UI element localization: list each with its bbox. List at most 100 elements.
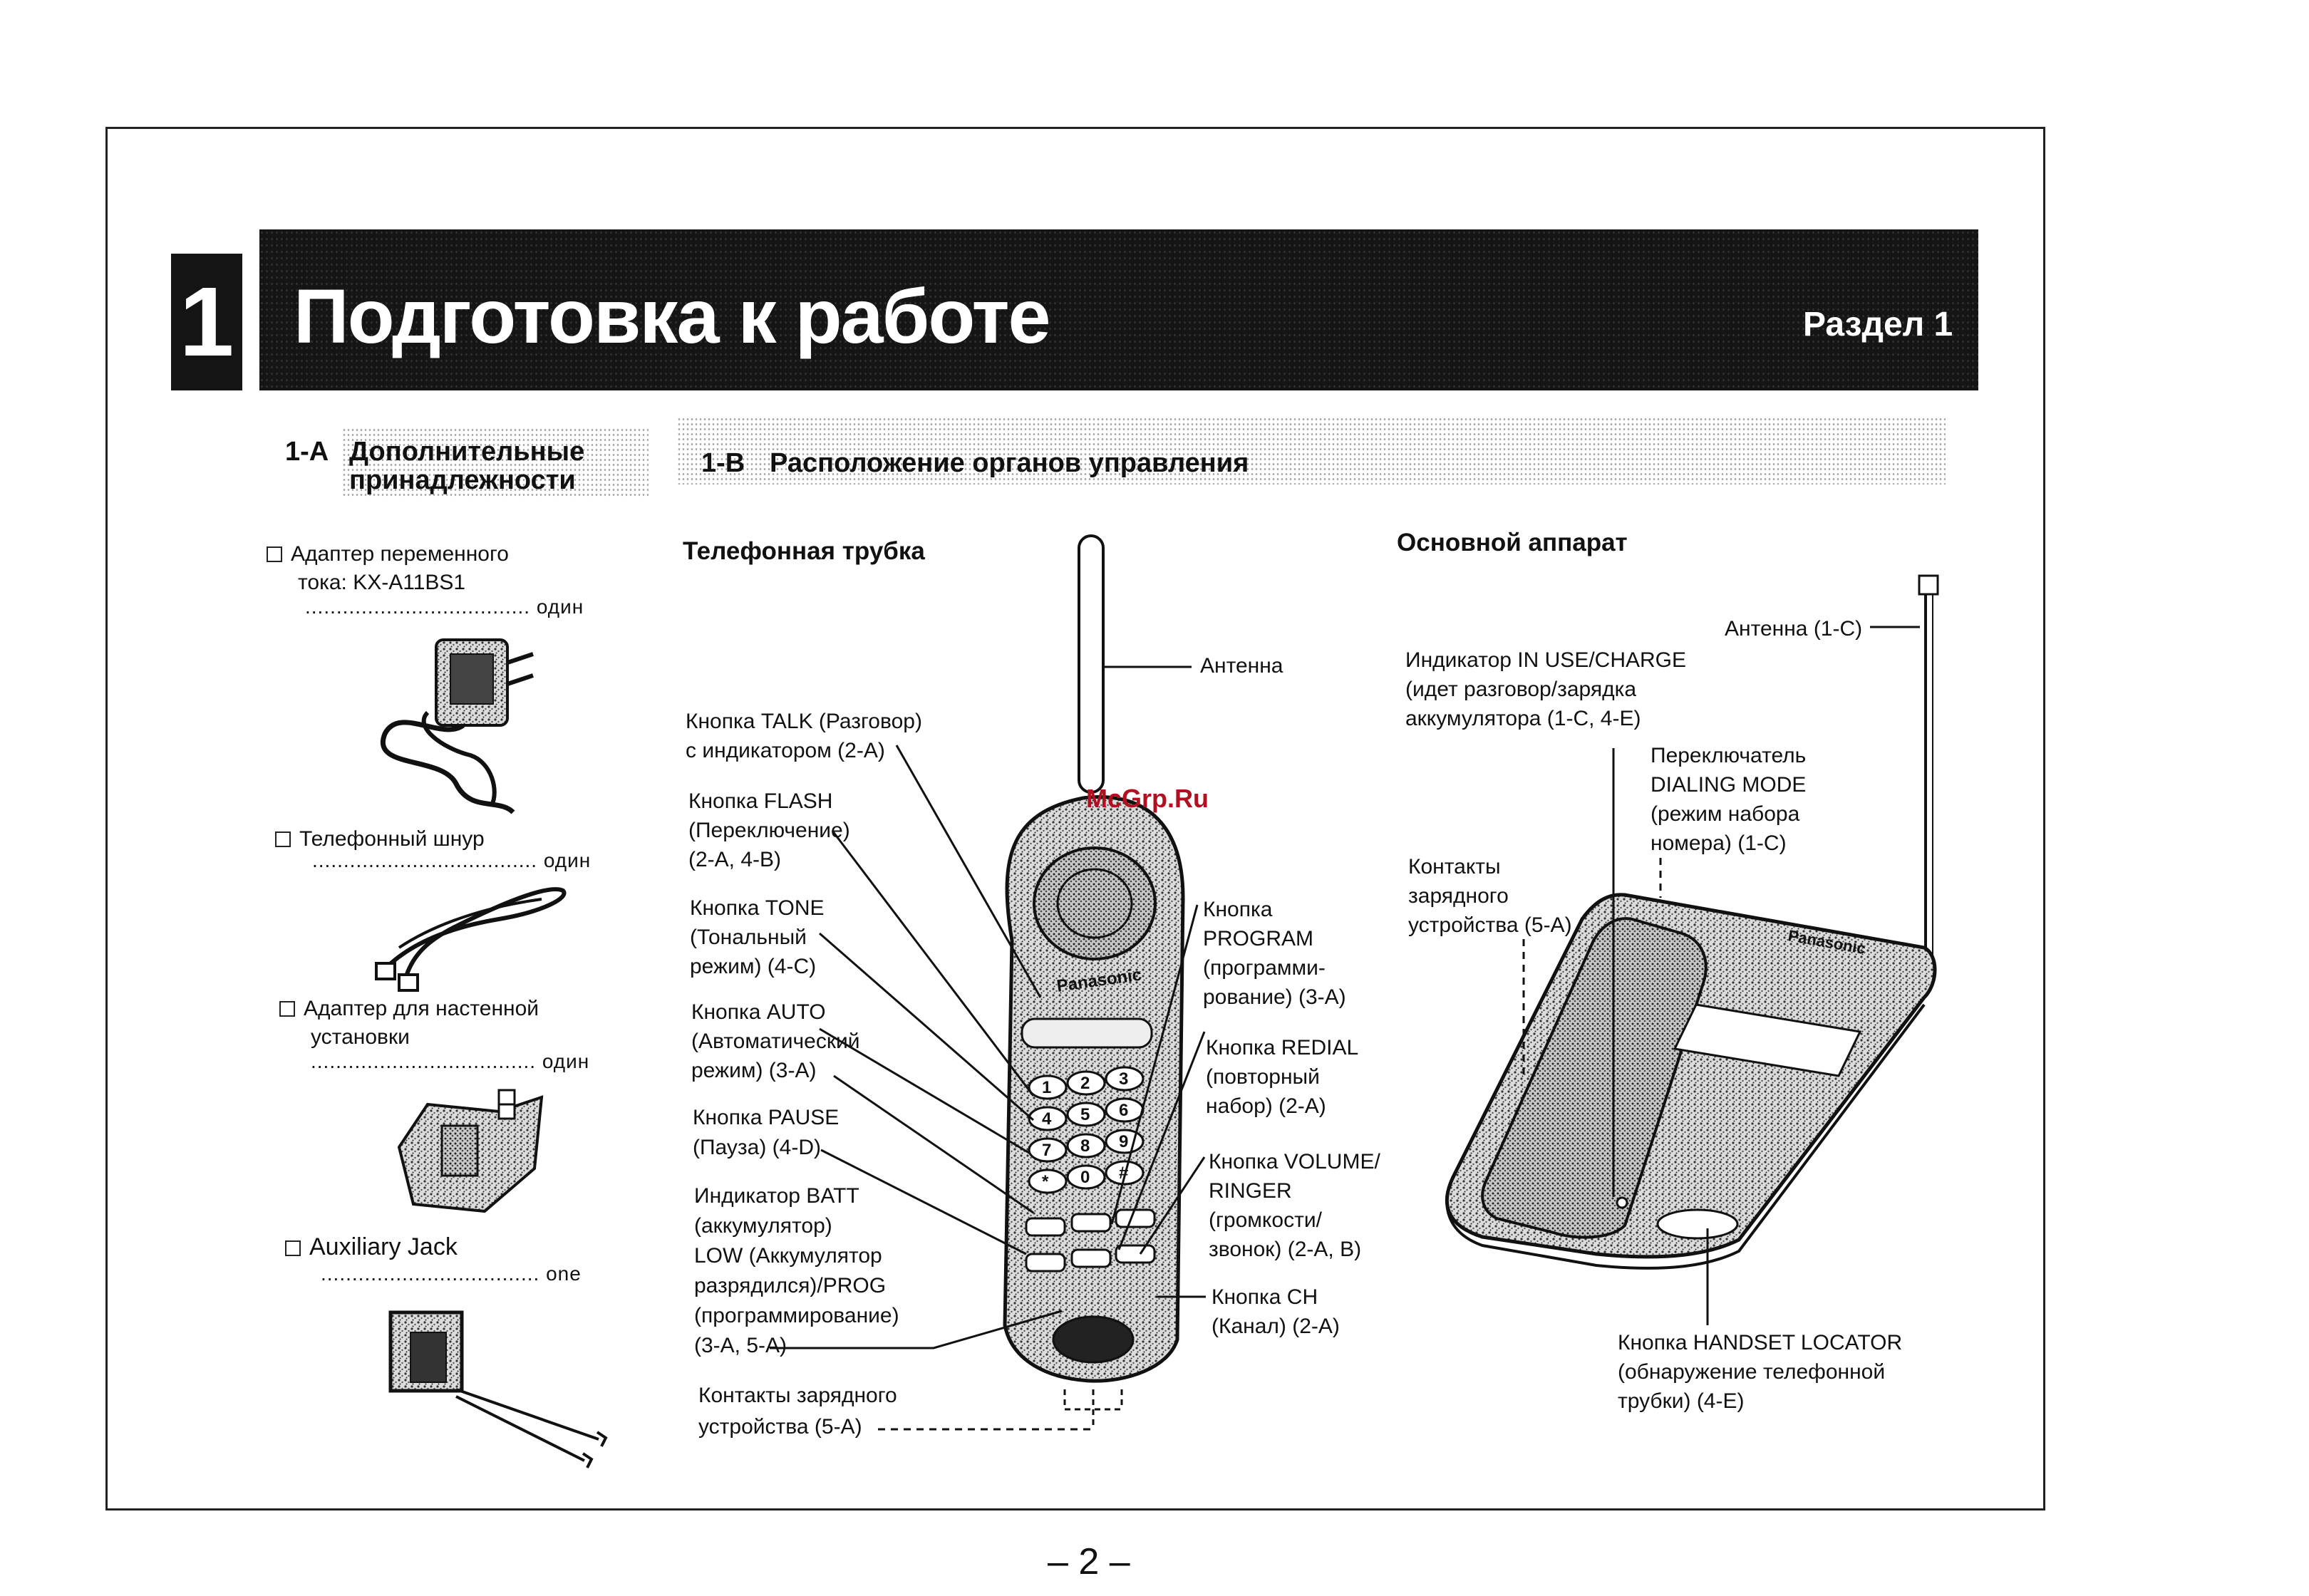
label-tone-line3: режим) (4-С) xyxy=(690,955,817,978)
handset-leader-lines xyxy=(770,665,1206,1431)
label-flash-line3: (2-А, 4-В) xyxy=(688,848,782,871)
section-b-number: 1-B xyxy=(701,448,745,478)
label-ch-line2: (Канал) (2-А) xyxy=(1212,1315,1340,1338)
key-2: 2 xyxy=(1080,1074,1090,1093)
base-heading: Основной аппарат xyxy=(1397,529,1628,556)
label-auto-line1: Кнопка AUTO xyxy=(691,1000,826,1024)
label-tone-line2: (Тональный xyxy=(690,926,807,949)
label-dialing-line1: Переключатель xyxy=(1651,744,1807,767)
section-a-title-line2: принадлежности xyxy=(349,465,576,495)
label-redial-line2: (повторный xyxy=(1206,1065,1320,1089)
label-program-line2: PROGRAM xyxy=(1203,927,1314,950)
label-volume-line4: звонок) (2-А, В) xyxy=(1209,1238,1362,1261)
base-unit-drawing: Panasonic xyxy=(1445,574,1939,1270)
accessory-1-model: тока: KX-A11BS1 xyxy=(298,571,466,594)
label-batt-line2: (аккумулятор) xyxy=(694,1214,832,1238)
label-volume-line1: Кнопка VOLUME/ xyxy=(1209,1150,1380,1173)
label-dialing-line4: номера) (1-С) xyxy=(1651,831,1787,855)
telephone-cord-drawing xyxy=(375,887,567,992)
label-program-line4: рование) (3-А) xyxy=(1203,985,1346,1009)
label-redial-line1: Кнопка REDIAL xyxy=(1206,1036,1359,1059)
accessory-2-qty: .................................... оди… xyxy=(312,849,592,871)
label-locator-line2: (обнаружение телефонной xyxy=(1618,1360,1886,1384)
auxiliary-jack-drawing xyxy=(388,1310,608,1468)
checkbox-icon xyxy=(279,1001,295,1017)
label-talk-line2: с индикатором (2-А) xyxy=(686,739,885,762)
label-auto-line3: режим) (3-А) xyxy=(691,1059,817,1082)
section-a-number: 1-A xyxy=(285,437,329,467)
accessory-3-qty: .................................... оди… xyxy=(311,1050,590,1072)
checkbox-icon xyxy=(267,546,282,562)
label-base-contacts-line3: устройства (5-А) xyxy=(1408,913,1572,937)
chapter-number: 1 xyxy=(171,254,242,390)
label-flash-line1: Кнопка FLASH xyxy=(688,789,833,813)
label-locator-line3: трубки) (4-Е) xyxy=(1618,1389,1745,1413)
label-batt-line6: (3-А, 5-А) xyxy=(694,1334,787,1357)
label-batt-line3: LOW (Аккумулятор xyxy=(694,1244,882,1268)
label-batt-line5: (программирование) xyxy=(694,1304,899,1327)
page-frame xyxy=(105,127,2045,1510)
label-flash-line2: (Переключение) xyxy=(688,819,850,842)
label-handset-contacts-line1: Контакты зарядного xyxy=(698,1384,897,1407)
key-4: 4 xyxy=(1042,1109,1052,1129)
label-program-line1: Кнопка xyxy=(1203,898,1273,921)
page-number: – 2 – xyxy=(1048,1541,1130,1582)
label-handset-contacts-line2: устройства (5-А) xyxy=(698,1415,862,1439)
key-9: 9 xyxy=(1119,1132,1128,1151)
label-volume-line3: (громкости/ xyxy=(1209,1208,1322,1232)
ac-adapter-drawing xyxy=(381,638,534,814)
label-auto-line2: (Автоматический xyxy=(691,1030,860,1053)
label-volume-line2: RINGER xyxy=(1209,1179,1292,1203)
label-base-contacts-line2: зарядного xyxy=(1408,884,1509,908)
handset-keypad: 1 2 3 4 5 6 7 8 9 * 0 # xyxy=(1028,1066,1145,1194)
label-base-antenna: Антенна (1-С) xyxy=(1725,617,1863,641)
label-inuse-line3: аккумулятора (1-С, 4-Е) xyxy=(1405,707,1641,730)
label-batt-line1: Индикатор BATT xyxy=(694,1184,859,1208)
label-batt-line4: разрядился)/PROG xyxy=(694,1274,887,1297)
page-title: Подготовка к работе xyxy=(294,273,1051,359)
key-1: 1 xyxy=(1042,1078,1051,1097)
checkbox-icon xyxy=(285,1240,301,1256)
label-pause-line2: (Пауза) (4-D) xyxy=(693,1136,821,1159)
checkbox-icon xyxy=(275,831,291,847)
label-dialing-line2: DIALING MODE xyxy=(1651,773,1807,797)
label-pause-line1: Кнопка PAUSE xyxy=(693,1106,840,1129)
accessory-1-qty: .................................... оди… xyxy=(305,596,584,618)
label-base-contacts-line1: Контакты xyxy=(1408,855,1501,879)
handset-heading: Телефонная трубка xyxy=(683,537,925,565)
accessory-2-name: Телефонный шнур xyxy=(275,825,485,854)
label-locator-line1: Кнопка HANDSET LOCATOR xyxy=(1618,1331,1903,1354)
label-dialing-line3: (режим набора xyxy=(1651,802,1800,826)
label-redial-line3: набор) (2-А) xyxy=(1206,1094,1326,1118)
base-leader-lines xyxy=(1522,626,1920,1325)
accessory-4-qty: ................................... one xyxy=(321,1263,582,1285)
key-3: 3 xyxy=(1119,1069,1128,1089)
section-a-title-line1: Дополнительные xyxy=(349,437,585,467)
wall-adapter-drawing xyxy=(397,1089,544,1213)
label-talk-line1: Кнопка TALK (Разговор) xyxy=(686,710,922,733)
accessory-3-name: Адаптер для настенной xyxy=(279,995,539,1023)
watermark: McGrp.Ru xyxy=(1086,784,1209,813)
key-0: 0 xyxy=(1080,1168,1090,1187)
handset-drawing: Panasonic 1 2 3 4 5 6 xyxy=(1003,534,1185,1429)
key-star: * xyxy=(1042,1172,1049,1191)
key-7: 7 xyxy=(1042,1141,1051,1160)
key-5: 5 xyxy=(1080,1105,1090,1124)
accessory-4-name: Auxiliary Jack xyxy=(285,1233,458,1261)
accessory-3-name-line2: установки xyxy=(311,1025,410,1049)
label-tone-line1: Кнопка TONE xyxy=(690,896,825,920)
key-6: 6 xyxy=(1119,1101,1128,1120)
accessory-1-name: Адаптер переменного xyxy=(267,540,509,569)
label-handset-antenna: Антенна xyxy=(1200,654,1283,678)
title-banner xyxy=(259,229,1978,390)
section-a-shading xyxy=(342,428,649,499)
section-b-shading xyxy=(677,417,1946,484)
section-b-title: Расположение органов управления xyxy=(770,448,1249,478)
key-8: 8 xyxy=(1080,1136,1090,1156)
label-inuse-line1: Индикатор IN USE/CHARGE xyxy=(1405,648,1687,672)
label-program-line3: (программи- xyxy=(1203,956,1326,980)
label-inuse-line2: (идет разговор/зарядка xyxy=(1405,678,1637,701)
section-label: Раздел 1 xyxy=(1803,306,1953,343)
label-ch-line1: Кнопка СН xyxy=(1212,1285,1318,1309)
